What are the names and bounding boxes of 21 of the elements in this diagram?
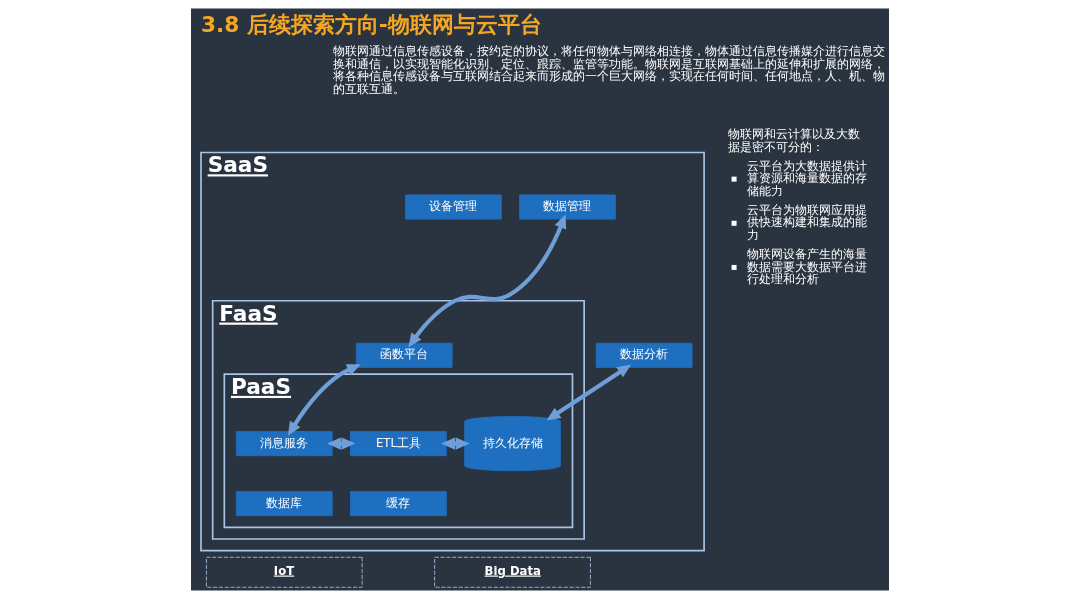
node-box: 设备管理 <box>405 194 502 220</box>
node-box: 缓存 <box>350 491 447 517</box>
diagram-title: 3.8 后续探索方向-物联网与云平台 <box>201 11 542 37</box>
arrow <box>287 364 361 436</box>
node-box: ETL工具 <box>350 431 447 457</box>
node-box: 数据管理 <box>519 194 616 220</box>
arrow <box>327 437 356 450</box>
node-box: 数据分析 <box>595 342 693 368</box>
label: 云平台为大数据提供计算资源和海量数据的存储能力 <box>746 158 867 198</box>
node-box: Big Data <box>434 556 591 588</box>
node-box: 消息服务 <box>235 431 333 457</box>
arrow <box>546 364 632 421</box>
label: 云平台为物联网应用提供快速构建和集成的能力 <box>746 202 867 242</box>
label: 物联网通过信息传感设备，按约定的协议，将任何物体与网络相连接，物体通过信息传播媒介进行信息交换和通信，以实现智能化识别、定位、跟踪、监管等功能。物联网是互联网基础上的延伸和扩展的网络，将各种信息传感设备与互联网结合起来而形成的一个巨大网络，实现在任何时间、任何地点，人、机、物的互联互通。 <box>332 44 885 96</box>
node-box: IoT <box>206 556 363 588</box>
node-box: 数据库 <box>235 491 333 517</box>
node-box: 函数平台 <box>355 342 453 368</box>
label: 物联网和云计算以及大数据是密不可分的： <box>728 127 861 154</box>
arrow <box>408 214 567 348</box>
label: 物联网设备产生的海量数据需要大数据平台进行处理和分析 <box>746 247 867 287</box>
arrow <box>441 437 470 450</box>
